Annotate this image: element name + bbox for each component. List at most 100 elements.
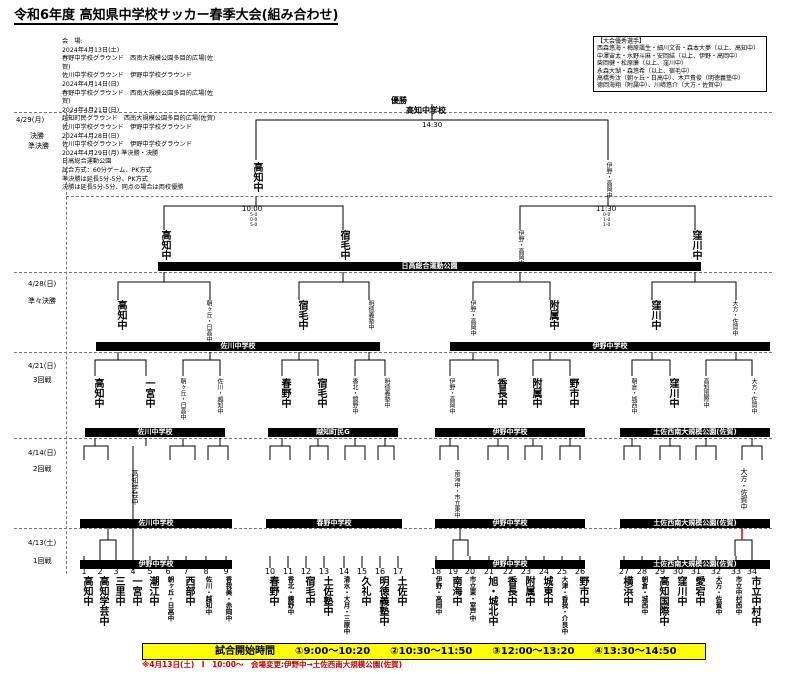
separator-final	[14, 112, 772, 113]
r3-date: 4/21(日)	[28, 362, 57, 370]
team-name: 市立東・室戸中	[468, 576, 476, 622]
team-number: 27	[618, 567, 630, 576]
team-name: 旭・城北中	[486, 576, 497, 626]
venue-info-line: 2024年4月21日(日)	[62, 106, 120, 114]
team-number: 19	[447, 567, 459, 576]
r3-team: 窪川中	[667, 378, 678, 408]
venue-info-line: 春野中学校グラウンド 西南大規模公園多目的広場(佐	[62, 89, 213, 97]
team-name: 西部中	[183, 576, 194, 606]
team-number: 7	[183, 567, 189, 576]
team-number: 3	[113, 567, 119, 576]
team-name: 市立中村中	[749, 576, 760, 626]
excellent-player-line: 【大会優秀選手】	[597, 38, 646, 45]
r3-team: 宿毛中	[315, 378, 326, 408]
semi2-score: 0-0 1-0 1-0	[603, 213, 611, 228]
qf-venue-1: 佐川中学校	[96, 342, 380, 351]
r3-venue-3: 伊野中学校	[435, 428, 585, 437]
team-name: 三里中	[113, 576, 124, 606]
team-number: 32	[710, 567, 722, 576]
semi1-score: 5-0 0-0 5-0	[250, 213, 258, 228]
champion-name: 高知中学校	[406, 106, 446, 115]
separator-r3	[14, 352, 772, 353]
qf-team: 高知中	[115, 300, 126, 330]
r3-venue-2: 越知町民G	[268, 428, 398, 437]
r3-team: 朝ヶ丘・日高中	[179, 378, 186, 420]
team-name: 高知国際中	[657, 576, 668, 626]
venue-info-line: 賀)	[62, 98, 71, 106]
r3-team: 高知国際中	[702, 378, 709, 408]
team-number: 4	[130, 567, 136, 576]
semi-venue-bar: 日高総合運動公園	[158, 262, 701, 271]
r2-label-nankai: 南海中・市立東中	[453, 470, 460, 518]
team-number: 2	[97, 567, 103, 576]
r3-team: 香長中	[495, 378, 506, 408]
r3-team: 春野中	[279, 378, 290, 408]
team-name: 大津・香我・介良中	[560, 576, 568, 635]
r1-label: 1回戦	[33, 557, 52, 565]
team-name: 香北・鏡野中	[286, 576, 294, 615]
excellent-player-line: 永森大瑚・森悠希（以上、宿毛中）	[597, 67, 694, 75]
team-number: 24	[538, 567, 550, 576]
team-name: 愛宕中	[693, 576, 704, 606]
team-name: 窪川中	[675, 576, 686, 606]
venue-info-line: 日高総合運動公園	[62, 158, 112, 166]
r2-label-kochi-gakugei: 高知学芸中	[131, 470, 139, 505]
team-name: 野市中	[577, 576, 588, 606]
semi1-left-team: 高知中	[159, 230, 170, 260]
team-number: 17	[392, 567, 404, 576]
team-name: 潮江中	[147, 576, 158, 606]
team-name: 高知中	[81, 576, 92, 606]
r1-venue-3: 土佐西南大規模公園(佐賀)	[620, 560, 770, 569]
r1-date: 4/13(土)	[28, 539, 57, 547]
team-number: 13	[318, 567, 330, 576]
r3-team: 明徳義塾中	[383, 378, 390, 408]
semi2-left-team: 伊野・高岡中	[517, 230, 524, 266]
semi-label: 準決勝	[28, 142, 49, 150]
final-right-team: 伊野・高岡中	[605, 162, 612, 198]
r3-venue-4: 土佐西南大規模公園(佐賀)	[620, 428, 770, 437]
team-number: 5	[147, 567, 153, 576]
venue-info-line: 準決勝は延長5分-5分、PK方式	[62, 175, 148, 183]
separator-r2	[14, 438, 772, 439]
team-number: 9	[223, 567, 229, 576]
r3-team: 一宮中	[143, 378, 154, 408]
qf-team: 朝ヶ丘・日高中	[205, 300, 212, 342]
final-label: 決勝	[30, 132, 44, 140]
qf-venue-2: 伊野中学校	[450, 342, 770, 351]
r3-team: 香北・鏡野中	[351, 378, 358, 414]
qf-label: 準々決勝	[28, 297, 56, 305]
venue-info-line: 賀)	[62, 63, 71, 71]
venue-info-line: 会 場:	[62, 38, 83, 45]
team-number: 16	[374, 567, 386, 576]
venue-info-line: 佐川中学校グラウンド 伊野中学校グラウンド	[62, 72, 192, 80]
final-date: 4/29(月)	[16, 116, 45, 124]
champion-label: 優勝	[391, 96, 407, 105]
team-name: 香我美・赤岡中	[224, 576, 232, 622]
qf-team: 大方・佐賀中	[731, 300, 738, 336]
venue-info-line: 佐川中学校グラウンド 伊野中学校グラウンド	[62, 141, 192, 149]
team-number: 12	[300, 567, 312, 576]
team-name: 土佐塾中	[321, 576, 332, 616]
team-name: 明徳義塾中	[377, 576, 388, 626]
team-name: 宿毛中	[303, 576, 314, 606]
r3-team: 高知中	[92, 378, 103, 408]
team-number: 22	[502, 567, 514, 576]
team-number: 14	[338, 567, 350, 576]
team-number: 33	[730, 567, 742, 576]
team-name: 朝ヶ丘・日高中	[166, 576, 174, 622]
r2-venue-2: 春野中学校	[266, 519, 402, 528]
team-number: 31	[690, 567, 702, 576]
excellent-player-line: 高橋秀汰（朝ヶ丘・日高中）、木戸貴俊（明徳義塾中）	[597, 75, 745, 83]
team-number: 21	[483, 567, 495, 576]
team-name: 大方・佐賀中	[714, 576, 722, 615]
page-title: 令和6年度 高知県中学校サッカー春季大会(組み合わせ)	[14, 8, 339, 25]
start-times-box: 試合開始時間 ①9:00～10:20 ②10:30～11:50 ③12:00～1…	[142, 643, 706, 660]
venue-info-line: 佐川中学校グラウンド 伊野中学校グラウンド	[62, 123, 192, 131]
venue-info-line: 2024年4月14日(日)	[62, 80, 120, 88]
excellent-player-line: 中澤宙太・水野斗麻・安岡結（以上、伊野・高岡中）	[597, 52, 742, 60]
team-name: 高知学芸中	[97, 576, 108, 626]
final-left-team: 高知中	[251, 162, 262, 192]
qf-team: 附属中	[547, 300, 558, 330]
r3-label: 3回戦	[33, 376, 52, 384]
semi2-time: 11:30	[596, 205, 617, 213]
